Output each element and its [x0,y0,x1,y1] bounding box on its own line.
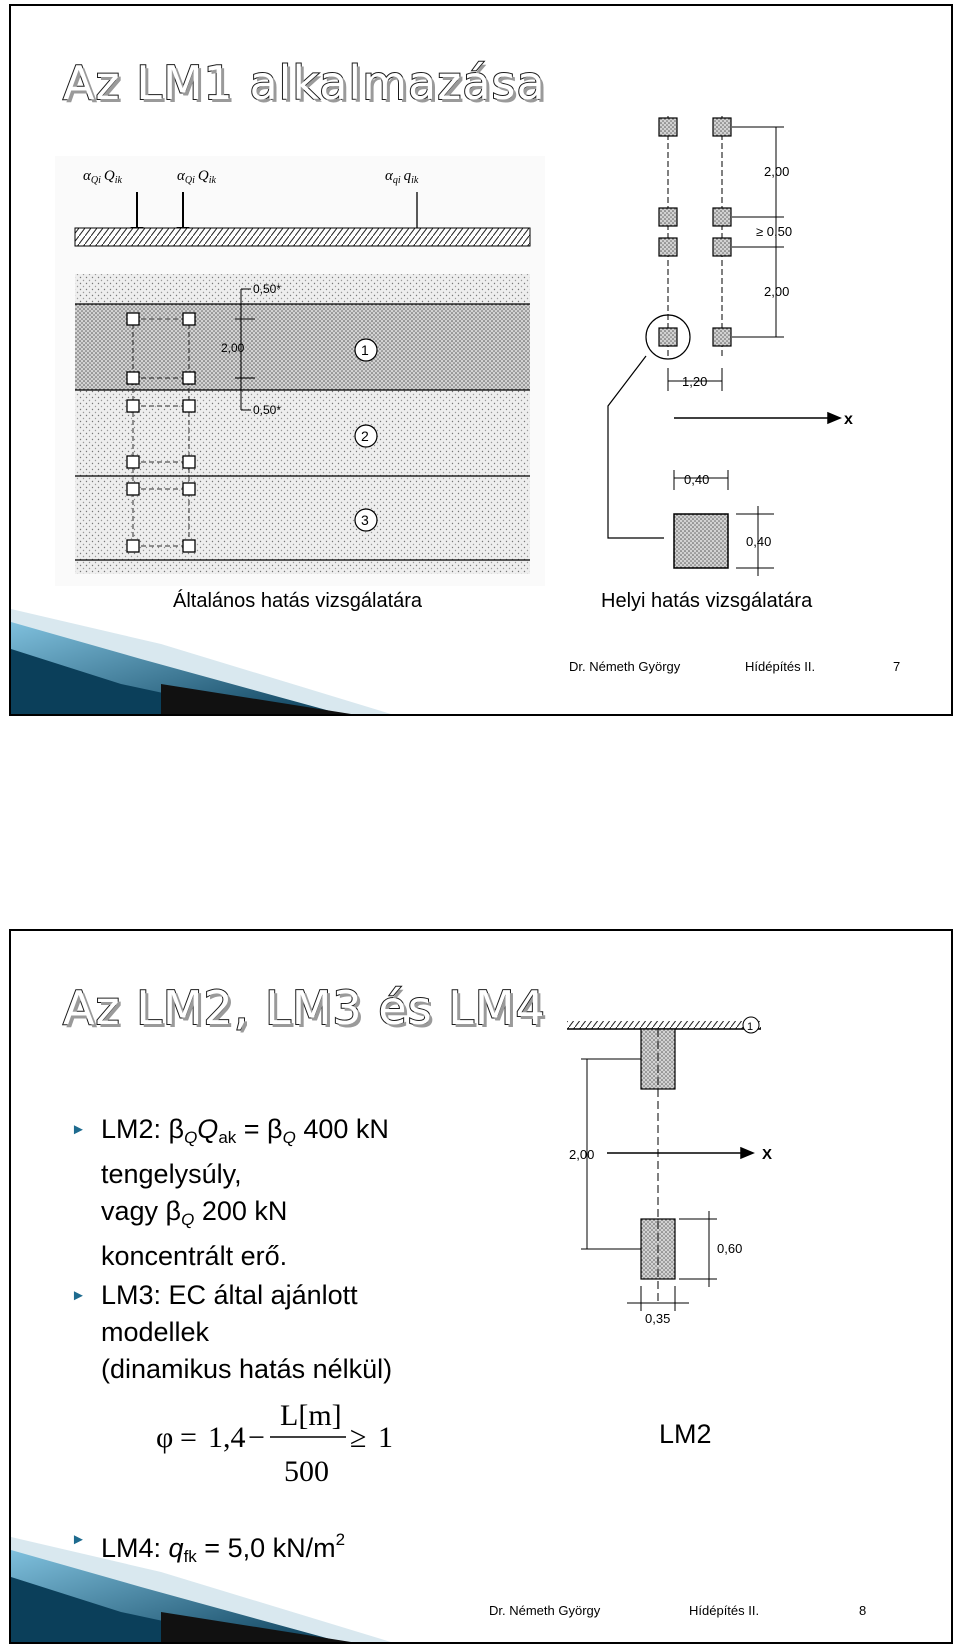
lane-number-2: 2 [361,428,369,444]
wheel-patches [126,312,196,553]
lane-number-1: 1 [361,342,369,358]
dim-spacing-bottom: 2,00 [764,284,789,299]
svg-text:500: 500 [284,1455,329,1485]
footer-course: Hídépítés II. [745,659,816,674]
footer-page-number: 8 [859,1603,867,1618]
bullet-list: ► LM2: βQQak = βQ 400 kN tengelysúly, va… [71,1111,551,1575]
dim-patch-width: 0,40 [684,472,709,487]
svg-text:=: = [180,1421,197,1454]
svg-text:1: 1 [378,1421,393,1454]
lane-number-3: 3 [361,512,369,528]
bullet-lm4: ► LM4: qfk = 5,0 kN/m2 [71,1521,551,1575]
svg-text:1,4: 1,4 [208,1421,246,1454]
dim-top: 0,50* [253,282,281,296]
footer-course: Hídépítés II. [689,1603,760,1618]
footer-page-number: 7 [893,659,901,674]
svg-text:≥: ≥ [350,1421,366,1454]
axis-x-label: x [844,411,853,428]
corner-decoration [11,609,391,714]
dim-patch-height: 0,40 [746,534,771,549]
wheel-contact-patch [673,513,729,569]
slide-title: Az LM2, LM3 és LM4 [62,980,546,1036]
slide-8: Az LM2, LM3 és LM4 ► LM2: βQQak = βQ 400… [9,929,953,1644]
tandem-figure: 2,00 ≥ 0,50 2,00 1,20 x 0,40 0,40 [607,116,853,576]
dim-spacing-top: 2,00 [764,164,789,179]
bullet-marker-icon: ► [71,1287,86,1304]
lane-number: 1 [747,1021,753,1033]
bullet-marker-icon: ► [71,1531,86,1548]
tandem-wheels [658,117,732,347]
dim-mid: 2,00 [221,341,245,355]
bullet-lm3: ► LM3: EC által ajánlott modellek (dinam… [71,1277,551,1388]
dim-patch-h: 0,60 [717,1241,742,1256]
dim-spacing: 2,00 [569,1147,594,1162]
slide-title: Az LM1 alkalmazása [62,55,546,111]
corner-decoration [11,1537,391,1642]
lm2-label: LM2 [659,1419,712,1449]
caption-local: Helyi hatás vizsgálatára [601,590,813,612]
dynamic-factor-formula: φ = 1,4 − L[m] 500 ≥ 1 [156,1399,393,1485]
detail-circle [645,314,691,360]
deck-section [74,227,531,247]
bullet-lm2: ► LM2: βQQak = βQ 400 kN tengelysúly, va… [71,1111,551,1275]
dim-patch-w: 0,35 [645,1311,670,1326]
dim-min-gap: ≥ 0,50 [756,224,792,239]
dim-bottom: 0,50* [253,403,281,417]
bullet-marker-icon: ► [71,1121,86,1138]
axis-x-label: X [762,1146,772,1163]
dimension-lines [235,288,255,411]
wheel-grid [132,316,190,548]
lane-1-area [75,304,530,390]
caption-general: Általános hatás vizsgálatára [173,590,423,612]
svg-text:L[m]: L[m] [280,1399,342,1432]
footer-author: Dr. Németh György [489,1603,601,1618]
lm2-figure: 1 2,00 X 0,60 0,35 [567,1016,772,1326]
dim-axle-width: 1,20 [682,374,707,389]
svg-text:φ: φ [156,1421,173,1454]
footer-author: Dr. Németh György [569,659,681,674]
svg-text:−: − [248,1421,265,1454]
